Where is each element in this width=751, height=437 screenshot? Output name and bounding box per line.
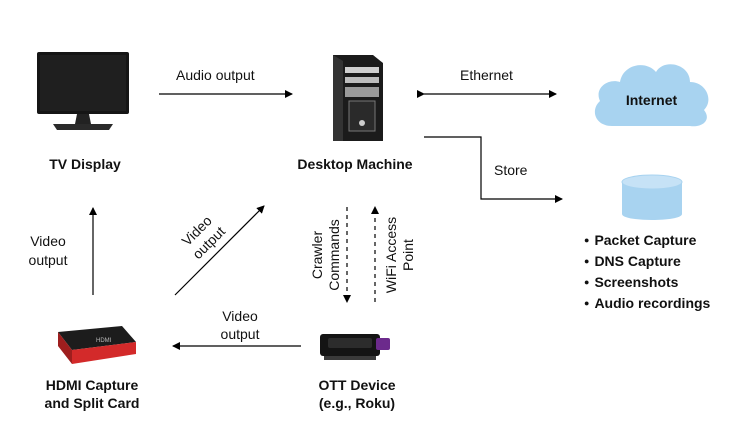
video-output-left-line2: output [28,252,68,268]
ott-label-line2: (e.g., Roku) [318,395,396,411]
wifi-line2: Point [400,239,416,271]
wifi-access-label: WiFi Access Point [383,205,417,305]
crawler-commands-label: Crawler Commands [309,205,343,305]
database-icon [621,174,683,220]
ott-label-line1: OTT Device [318,377,396,393]
store-label: Store [494,162,528,178]
wifi-line1: WiFi Access [383,216,399,294]
hdmi-logo: HDMI [96,338,112,344]
desktop-tower-icon [333,55,383,141]
store-arrow [424,136,563,203]
hdmi-label-line2: and Split Card [44,395,140,411]
video-output-bottom-line1: Video [222,308,258,324]
storage-item: Audio recordings [584,294,710,315]
ethernet-label: Ethernet [460,67,513,83]
video-output-left-line1: Video [30,233,66,249]
crawler-line1: Crawler [309,230,325,280]
storage-item: Screenshots [584,273,710,294]
hdmi-label-line1: HDMI Capture [45,377,139,393]
hdmi-to-desktop-arrow [174,205,265,296]
internet-cloud-icon [594,64,709,127]
hdmi-capture-card-icon: HDMI [58,326,136,364]
internet-label: Internet [625,92,678,108]
video-output-bottom-line2: output [220,326,260,342]
tv-display-label: TV Display [49,156,121,172]
storage-item: Packet Capture [584,231,710,252]
crawler-line2: Commands [326,219,342,291]
desktop-machine-label: Desktop Machine [297,156,413,172]
audio-output-label: Audio output [176,67,255,83]
ott-device-icon [320,334,390,360]
tv-monitor-icon [37,52,129,130]
storage-items-list: Packet Capture DNS Capture Screenshots A… [584,231,710,315]
storage-item: DNS Capture [584,252,710,273]
